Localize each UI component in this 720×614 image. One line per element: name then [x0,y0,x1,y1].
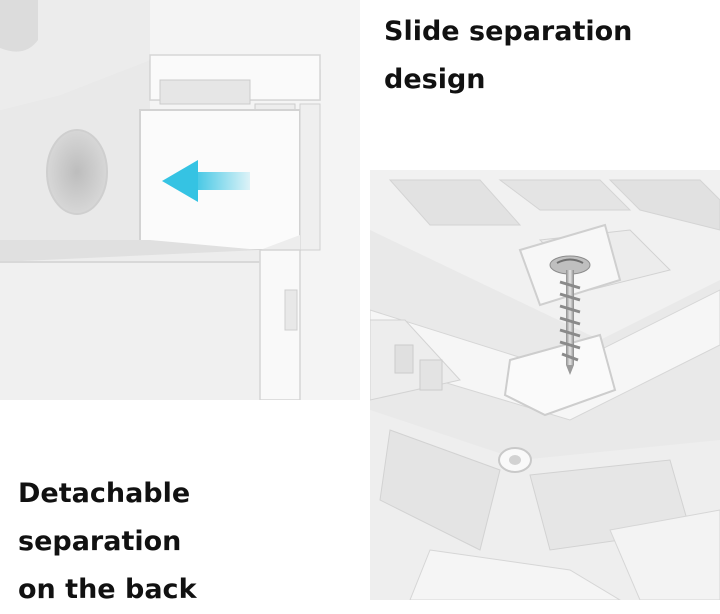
detachable-separation-illustration [370,170,720,600]
box-hole [46,129,108,215]
caption-detachable-separation: Detachable separation on the back [18,478,197,605]
left-arrow-icon [162,160,250,202]
slide-separation-photo [0,0,360,400]
screw-icon [549,255,591,375]
slide-separation-illustration [0,0,360,400]
detachable-separation-photo [370,170,720,600]
caption-slide-separation: Slide separation design [384,16,633,95]
